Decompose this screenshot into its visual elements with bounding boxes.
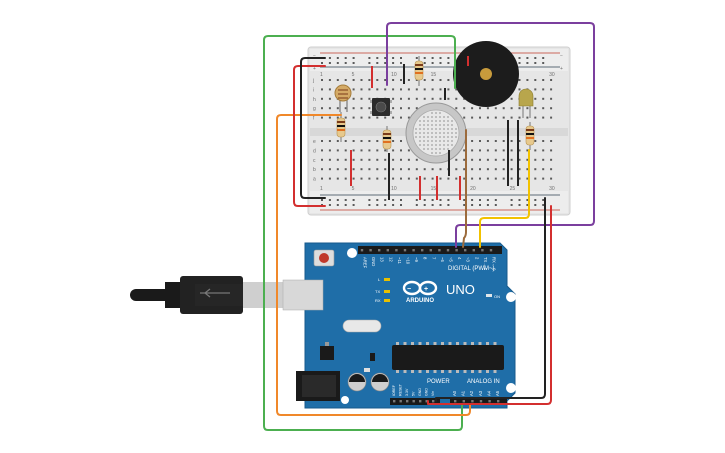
svg-text:−: − bbox=[313, 53, 316, 59]
digital-pin-label: 7 bbox=[431, 257, 436, 260]
digital-pin-label: ~10 bbox=[406, 257, 411, 265]
crystal-oscillator bbox=[342, 319, 382, 333]
photoresistor[interactable] bbox=[334, 84, 352, 112]
wire-black-right[interactable] bbox=[435, 197, 546, 402]
digital-pin-label: 8 bbox=[423, 257, 428, 260]
analog-in-label: ANALOG IN bbox=[467, 379, 500, 385]
svg-text:TX: TX bbox=[375, 289, 380, 294]
analog-pin-label: A1 bbox=[461, 390, 466, 396]
power-jack bbox=[296, 371, 340, 401]
arduino-logo: − + bbox=[402, 280, 438, 296]
wire-red-right[interactable] bbox=[427, 205, 552, 405]
column-number: 15 bbox=[431, 186, 437, 192]
wire-yellow[interactable] bbox=[479, 149, 530, 248]
digital-pin-label: RX← 0 bbox=[492, 257, 497, 271]
svg-text:+: + bbox=[560, 66, 563, 72]
power-pin-label: Vin bbox=[431, 391, 435, 396]
status-leds: L TX RX bbox=[375, 277, 390, 303]
usb-cable[interactable] bbox=[130, 276, 324, 314]
row-letter: h bbox=[313, 97, 316, 103]
svg-text:+: + bbox=[313, 66, 316, 72]
resistor-gas-sensor[interactable] bbox=[414, 56, 424, 86]
power-pin-label: GND bbox=[418, 388, 422, 396]
row-letter: d bbox=[313, 148, 316, 154]
row-letter: e bbox=[313, 139, 316, 145]
column-number: 30 bbox=[549, 72, 555, 78]
power-pin-label: IOREF bbox=[392, 384, 396, 396]
digital-pin-label: AREF bbox=[363, 257, 368, 269]
row-letter: a bbox=[313, 177, 316, 183]
wire-red-left[interactable] bbox=[293, 65, 326, 207]
gas-sensor[interactable] bbox=[405, 102, 467, 164]
column-number: 20 bbox=[470, 186, 476, 192]
wire-green[interactable] bbox=[263, 35, 463, 431]
arduino-model: UNO bbox=[446, 282, 475, 297]
piezo-buzzer[interactable] bbox=[453, 41, 519, 107]
column-number: 10 bbox=[391, 72, 397, 78]
wire-purple[interactable] bbox=[386, 22, 595, 248]
row-letter: j bbox=[312, 78, 314, 84]
power-pin-label: 3.3V bbox=[405, 388, 409, 396]
power-pin-label: GND bbox=[425, 388, 429, 396]
row-letter: i bbox=[313, 87, 314, 93]
breadboard-jumpers bbox=[350, 56, 519, 200]
svg-text:−: − bbox=[407, 286, 411, 293]
digital-pin-label: TX→ 1 bbox=[483, 257, 488, 271]
power-pin-label: 5V bbox=[412, 391, 416, 396]
resistor-led[interactable] bbox=[525, 122, 535, 150]
digital-pin-label: ~9 bbox=[414, 257, 419, 262]
digital-pin-label: ~11 bbox=[397, 257, 402, 264]
voltage-regulator bbox=[320, 346, 334, 360]
atmega-chip bbox=[392, 345, 504, 370]
column-number: 5 bbox=[352, 186, 355, 192]
row-letter: f bbox=[313, 116, 315, 122]
digital-pin-label: 13 bbox=[380, 257, 385, 262]
analog-pin-label: A4 bbox=[486, 390, 491, 396]
pushbutton[interactable] bbox=[370, 98, 392, 116]
analog-pin-label: A5 bbox=[495, 390, 500, 396]
row-letter: b bbox=[313, 167, 316, 173]
analog-pin-label: A0 bbox=[452, 390, 457, 396]
wire-brown[interactable] bbox=[462, 129, 467, 248]
column-number: 1 bbox=[320, 72, 323, 78]
digital-pin-label: ~3 bbox=[466, 257, 471, 262]
power-label: POWER bbox=[427, 379, 450, 385]
digital-pin-label: ~6 bbox=[440, 257, 445, 262]
digital-pin-label: 12 bbox=[388, 257, 393, 262]
digital-pin-label: 4 bbox=[457, 257, 462, 260]
yellow-led[interactable] bbox=[518, 88, 534, 118]
on-led-label: ON bbox=[494, 294, 500, 299]
row-letter: g bbox=[313, 106, 316, 112]
digital-pin-label: 2 bbox=[474, 257, 479, 260]
svg-text:−: − bbox=[560, 53, 563, 59]
column-number: 15 bbox=[431, 72, 437, 78]
svg-text:+: + bbox=[424, 286, 428, 293]
arduino-brand: ARDUINO bbox=[406, 298, 434, 304]
wire-black-left[interactable] bbox=[300, 57, 326, 199]
resistor-photoresistor[interactable] bbox=[336, 112, 346, 142]
row-letter: c bbox=[313, 158, 316, 164]
digital-label: DIGITAL (PWM~) bbox=[448, 266, 495, 272]
column-number: 30 bbox=[549, 186, 555, 192]
svg-text:L: L bbox=[378, 277, 381, 282]
analog-pin-label: A3 bbox=[478, 390, 483, 396]
column-number: 10 bbox=[391, 186, 397, 192]
column-number: 25 bbox=[510, 186, 516, 192]
resistor-button[interactable] bbox=[382, 126, 392, 152]
digital-pin-label: GND bbox=[371, 257, 376, 266]
wire-orange[interactable] bbox=[276, 114, 471, 416]
power-pin-label: RESET bbox=[399, 383, 403, 396]
column-number: 5 bbox=[352, 72, 355, 78]
digital-pin-label: ~5 bbox=[449, 257, 454, 262]
svg-text:RX: RX bbox=[375, 298, 381, 303]
column-number: 1 bbox=[320, 186, 323, 192]
analog-pin-label: A2 bbox=[469, 390, 474, 396]
